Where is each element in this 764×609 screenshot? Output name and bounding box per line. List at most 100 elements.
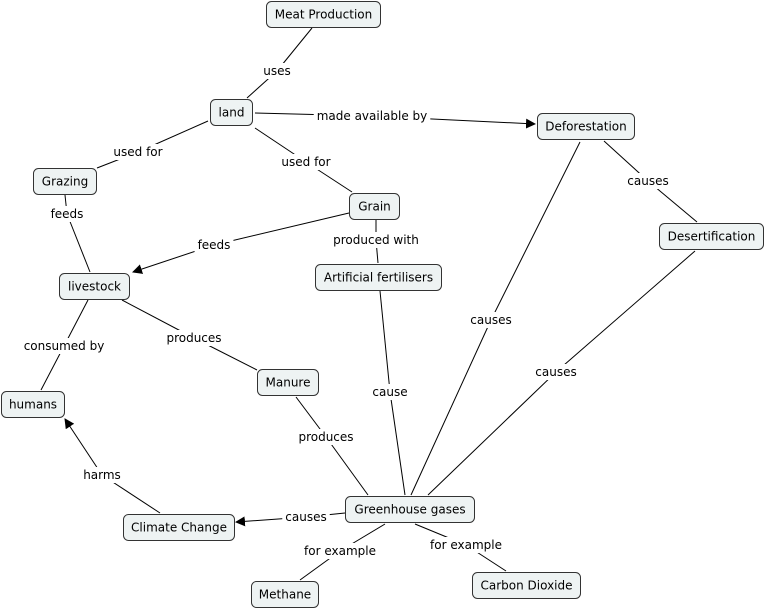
edge-label-bg-grain-fert (330, 232, 422, 248)
edge-label-group-land-grain: used for (278, 154, 334, 170)
node-grain[interactable]: Grain (349, 193, 400, 220)
edge-label-group-grain-livestock: feeds (194, 237, 234, 253)
node-defor[interactable]: Deforestation (537, 113, 635, 140)
node-label-grain: Grain (358, 200, 391, 214)
node-label-ghg: Greenhouse gases (354, 503, 465, 517)
edge-label-bg-fert-ghg (369, 384, 411, 400)
node-grazing[interactable]: Grazing (33, 168, 97, 195)
edge-label-desert-ghg: causes (535, 365, 576, 379)
node-box-climate[interactable] (123, 514, 235, 541)
node-ghg[interactable]: Greenhouse gases (345, 496, 475, 523)
node-box-methane[interactable] (251, 581, 319, 608)
edge-label-group-grain-fert: produced with (330, 232, 422, 248)
edge-label-defor-desert: causes (627, 174, 668, 188)
node-desert[interactable]: Desertification (659, 223, 764, 250)
node-label-meat: Meat Production (275, 8, 372, 22)
node-meat[interactable]: Meat Production (266, 1, 381, 28)
edge-climate-humans (64, 418, 161, 514)
edge-label-livestock-humans: consumed by (24, 339, 105, 353)
edge-fert-ghg (379, 290, 406, 496)
edge-label-land-defor: made available by (317, 109, 428, 123)
node-box-land[interactable] (210, 99, 253, 126)
node-manure[interactable]: Manure (257, 369, 319, 396)
edge-line-grazing-livestock-end (66, 213, 91, 273)
node-label-climate: Climate Change (131, 521, 227, 535)
node-box-grain[interactable] (349, 193, 400, 220)
node-co2[interactable]: Carbon Dioxide (472, 572, 581, 599)
edge-label-bg-meat-land (260, 63, 294, 79)
node-methane[interactable]: Methane (251, 581, 319, 608)
edge-label-group-ghg-climate: causes (282, 509, 330, 525)
node-label-desert: Desertification (668, 230, 756, 244)
node-label-co2: Carbon Dioxide (480, 579, 572, 593)
edge-label-climate-humans: harms (83, 468, 121, 482)
edge-label-bg-livestock-humans (20, 338, 108, 354)
edge-label-ghg-methane: for example (304, 544, 376, 558)
node-box-meat[interactable] (266, 1, 381, 28)
edge-line-defor-ghg-start (490, 141, 581, 321)
edge-label-bg-manure-ghg (295, 429, 357, 445)
edge-label-bg-grain-livestock (194, 237, 234, 253)
edge-label-bg-land-defor (313, 108, 431, 124)
node-box-defor[interactable] (537, 113, 635, 140)
edge-label-bg-defor-desert (624, 173, 672, 189)
node-fert[interactable]: Artificial fertilisers (315, 264, 442, 291)
node-label-methane: Methane (259, 588, 311, 602)
node-box-grazing[interactable] (33, 168, 97, 195)
edge-label-defor-ghg: causes (470, 313, 511, 327)
edge-label-group-defor-ghg: causes (467, 312, 515, 328)
edge-manure-ghg (295, 396, 369, 496)
node-box-ghg[interactable] (345, 496, 475, 523)
edge-label-group-desert-ghg: causes (532, 364, 580, 380)
edge-grain-livestock (132, 212, 350, 274)
edge-label-bg-ghg-co2 (427, 537, 505, 553)
node-humans[interactable]: humans (1, 391, 65, 418)
node-box-humans[interactable] (1, 391, 65, 418)
edge-label-land-grazing: used for (113, 145, 162, 159)
node-label-manure: Manure (266, 376, 311, 390)
edge-line-grain-livestock-start (213, 212, 350, 246)
edge-label-ghg-climate: causes (285, 510, 326, 524)
edge-line-fert-ghg-end (389, 391, 406, 496)
edge-label-grazing-livestock: feeds (51, 207, 84, 221)
node-box-co2[interactable] (472, 572, 581, 599)
node-livestock[interactable]: livestock (59, 273, 130, 300)
node-label-humans: humans (9, 398, 57, 412)
edge-label-group-meat-land: uses (260, 63, 294, 79)
edge-label-group-manure-ghg: produces (295, 429, 357, 445)
edge-label-group-climate-humans: harms (80, 467, 124, 483)
edge-line-desert-ghg-end (427, 371, 557, 496)
edge-line-defor-ghg-end (410, 319, 492, 496)
edge-line-desert-ghg-start (555, 250, 696, 373)
edge-label-grain-fert: produced with (333, 233, 419, 247)
edge-label-manure-ghg: produces (298, 430, 353, 444)
edge-label-group-fert-ghg: cause (369, 384, 411, 400)
edge-label-bg-land-grain (278, 154, 334, 170)
edge-label-livestock-manure: produces (166, 331, 221, 345)
edge-label-group-livestock-manure: produces (163, 330, 225, 346)
edge-defor-ghg (410, 141, 581, 496)
edge-label-group-defor-desert: causes (624, 173, 672, 189)
edge-label-bg-ghg-methane (301, 543, 379, 559)
node-box-manure[interactable] (257, 369, 319, 396)
edge-label-group-livestock-humans: consumed by (20, 338, 108, 354)
edge-labels-layer: uses made available by used for used for cau… (20, 63, 672, 559)
edge-label-group-grazing-livestock: feeds (47, 206, 87, 222)
edge-label-ghg-co2: for example (430, 538, 502, 552)
node-label-grazing: Grazing (42, 175, 88, 189)
edge-label-bg-grazing-livestock (47, 206, 87, 222)
edge-arrow-climate-humans (64, 418, 103, 476)
edge-label-fert-ghg: cause (372, 385, 407, 399)
node-label-fert: Artificial fertilisers (324, 271, 433, 285)
node-climate[interactable]: Climate Change (123, 514, 235, 541)
edge-label-bg-climate-humans (80, 467, 124, 483)
node-land[interactable]: land (210, 99, 253, 126)
node-box-fert[interactable] (315, 264, 442, 291)
edge-label-group-ghg-co2: for example (427, 537, 505, 553)
node-box-livestock[interactable] (59, 273, 130, 300)
edge-desert-ghg (427, 250, 696, 496)
edge-label-meat-land: uses (263, 64, 291, 78)
edge-label-group-land-defor: made available by (313, 108, 431, 124)
